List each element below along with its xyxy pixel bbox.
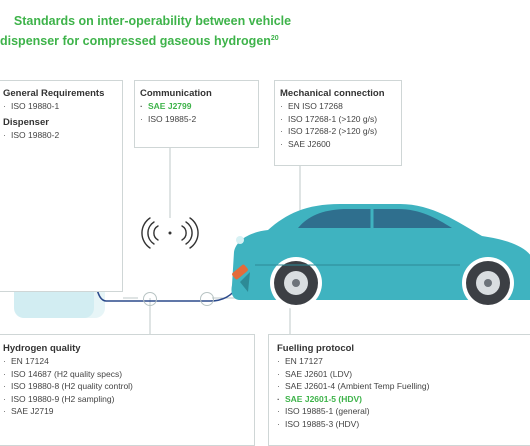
list-item: ·SAE J2719	[3, 406, 54, 416]
bullet-dot: ·	[280, 126, 283, 136]
dispenser-list: ·ISO 19880-2	[3, 129, 122, 142]
car-windows	[298, 209, 452, 228]
bullet-dot: ·	[3, 368, 6, 379]
list-item: ·SAE J2601 (LDV)	[277, 368, 353, 379]
bullet-dot: ·	[3, 101, 6, 111]
list-item: ·SAE J2601-4 (Ambient Temp Fuelling)	[277, 381, 430, 391]
fuelling-protocol-box: Fuelling protocol ·EN 17127 ·SAE J2601 (…	[268, 334, 530, 446]
general-requirements-list: ·ISO 19880-1	[3, 100, 122, 113]
list-item: ·EN 17124	[3, 356, 49, 366]
bullet-dot: ·	[280, 113, 283, 124]
list-item: ·ISO 17268-1 (>120 g/s)	[280, 113, 378, 124]
mechanical-connection-list: ·EN ISO 17268 ·ISO 17268-1 (>120 g/s) ·I…	[280, 100, 401, 150]
figure-title: Standards on inter-operability between v…	[0, 12, 305, 50]
hose-marker-protocol	[200, 292, 214, 306]
bullet-dot: ·	[3, 381, 6, 391]
communication-list: ·SAE J2799 ·ISO 19885-2	[140, 100, 258, 125]
general-requirements-heading: General Requirements	[3, 88, 105, 99]
list-item: ·ISO 19885-2	[140, 113, 197, 124]
bullet-dot: ·	[277, 381, 280, 391]
wireless-signal-icon	[141, 217, 199, 249]
bullet-dot: ·	[280, 138, 283, 149]
communication-heading: Communication	[140, 88, 212, 99]
bullet-dot: ·	[277, 368, 280, 379]
list-item: ·ISO 19880-1	[3, 101, 60, 111]
bullet-dot: ·	[3, 406, 6, 416]
title-line-2: and dispenser for compressed gaseous hyd…	[0, 34, 279, 49]
list-item: ·ISO 19885-3 (HDV)	[277, 418, 360, 429]
list-item: ·ISO 19885-1 (general)	[277, 406, 370, 416]
hydrogen-quality-box: Hydrogen quality ·EN 17124 ·ISO 14687 (H…	[0, 334, 255, 446]
fuelling-protocol-heading: Fuelling protocol	[277, 343, 355, 354]
footnote-ref: 20	[270, 35, 279, 42]
bullet-dot: ·	[280, 101, 283, 111]
list-item: ·SAE J2600	[280, 138, 331, 149]
list-item: ·EN 17127	[277, 356, 323, 366]
list-item: ·ISO 17268-2 (>120 g/s)	[280, 126, 378, 136]
dispenser-heading: Dispenser	[3, 116, 49, 128]
bullet-dot: ·	[140, 113, 143, 124]
title-line-1: Standards on inter-operability between v…	[13, 14, 292, 28]
bullet-dot: ·	[277, 393, 280, 404]
bullet-dot: ·	[3, 393, 6, 404]
list-item: ·SAE J2799	[140, 101, 192, 111]
list-item: ·ISO 19880-2	[3, 129, 60, 140]
mechanical-connection-heading: Mechanical connection	[280, 88, 385, 99]
hose-marker-quality	[143, 292, 157, 306]
bullet-dot: ·	[277, 418, 280, 429]
list-item: ·EN ISO 17268	[280, 101, 343, 111]
list-item: ·ISO 14687 (H2 quality specs)	[3, 368, 123, 379]
hydrogen-quality-list: ·EN 17124 ·ISO 14687 (H2 quality specs) …	[3, 355, 254, 418]
list-item: ·ISO 19880-8 (H2 quality control)	[3, 381, 133, 391]
bullet-dot: ·	[3, 129, 6, 140]
bullet-dot: ·	[277, 406, 280, 416]
fuelling-protocol-list: ·EN 17127 ·SAE J2601 (LDV) ·SAE J2601-4 …	[277, 355, 530, 430]
bullet-dot: ·	[3, 356, 6, 366]
fuel-nozzle	[232, 264, 248, 280]
communication-box: Communication ·SAE J2799 ·ISO 19885-2	[134, 80, 259, 148]
tail-light	[236, 236, 244, 244]
bullet-dot: ·	[277, 356, 280, 366]
list-item: ·SAE J2601-5 (HDV)	[277, 393, 363, 404]
mechanical-connection-box: Mechanical connection ·EN ISO 17268 ·ISO…	[274, 80, 402, 166]
car	[231, 204, 530, 309]
hydrogen-quality-heading: Hydrogen quality	[3, 343, 81, 354]
bullet-dot: ·	[140, 101, 143, 111]
general-requirements-box: General Requirements ·ISO 19880-1 Dispen…	[0, 80, 123, 292]
list-item: ·ISO 19880-9 (H2 sampling)	[3, 393, 115, 404]
